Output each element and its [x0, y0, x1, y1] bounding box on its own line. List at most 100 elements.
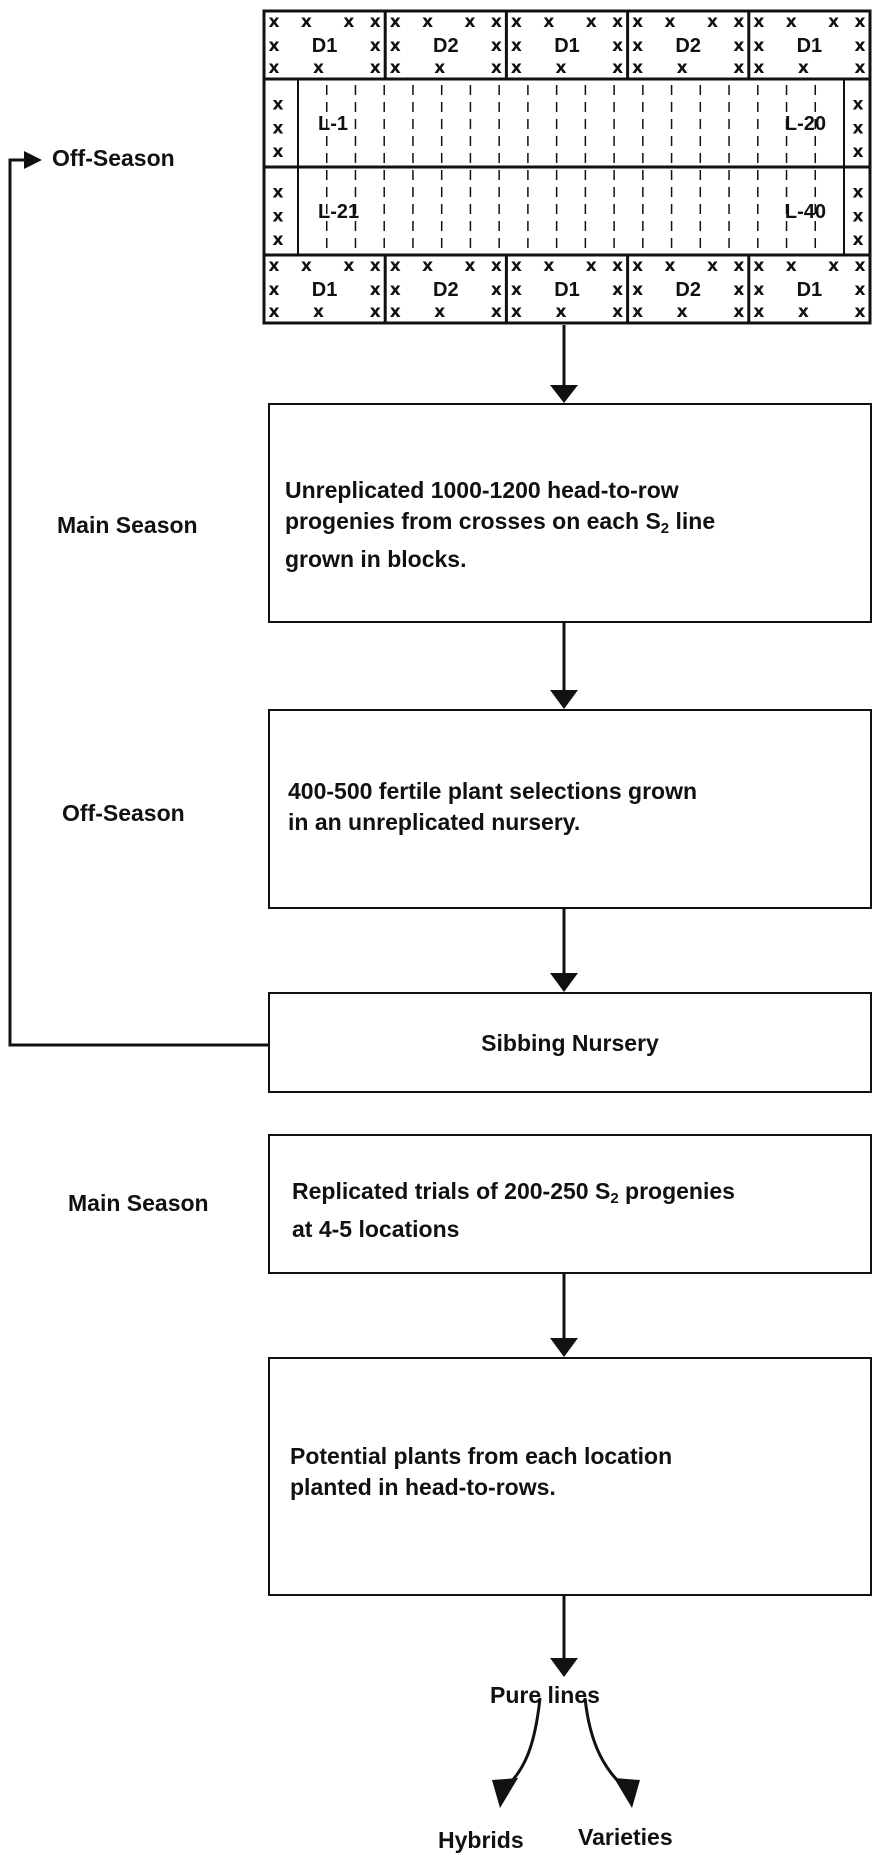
border-x-mark: x: [273, 95, 284, 115]
text-line: Replicated trials of 200-250 S2 progenie…: [292, 1176, 735, 1214]
donor-x-mark: x: [390, 12, 401, 32]
replicated-trials-text: Replicated trials of 200-250 S2 progenie…: [292, 1176, 735, 1245]
donor-x-mark: x: [733, 36, 744, 56]
donor-block-top-label: D1: [312, 35, 338, 57]
donor-x-mark: x: [343, 12, 354, 32]
donor-x-mark: x: [786, 256, 797, 276]
donor-x-mark: x: [390, 256, 401, 276]
subscript: 2: [610, 1190, 619, 1207]
fertile-selections-text: 400-500 fertile plant selections grown i…: [288, 776, 697, 838]
donor-x-mark: x: [586, 256, 597, 276]
hybrids-label: Hybrids: [438, 1827, 524, 1853]
border-x-mark: x: [273, 118, 284, 138]
donor-x-mark: x: [269, 36, 280, 56]
donor-x-mark: x: [612, 256, 623, 276]
donor-x-mark: x: [798, 302, 809, 322]
donor-x-mark: x: [707, 256, 718, 276]
loop-back-line: [8, 158, 268, 1047]
donor-x-mark: x: [753, 280, 764, 300]
sibbing-nursery-box: Sibbing Nursery: [268, 992, 872, 1093]
donor-block-top-label: D1: [797, 35, 823, 57]
donor-x-mark: x: [491, 58, 502, 78]
pure-lines-label: Pure lines: [490, 1682, 600, 1708]
donor-x-mark: x: [543, 12, 554, 32]
border-x-mark: x: [853, 142, 864, 162]
donor-x-mark: x: [753, 12, 764, 32]
donor-x-mark: x: [612, 58, 623, 78]
donor-x-mark: x: [465, 256, 476, 276]
text-part: progenies: [618, 1178, 735, 1204]
donor-x-mark: x: [733, 12, 744, 32]
donor-x-mark: x: [632, 58, 643, 78]
text-line: progenies from crosses on each S2 line: [285, 506, 715, 544]
donor-x-mark: x: [753, 36, 764, 56]
arrowhead: [550, 1338, 578, 1357]
donor-x-mark: x: [665, 12, 676, 32]
donor-x-mark: x: [491, 302, 502, 322]
donor-block-top-label: D1: [554, 35, 580, 57]
line-label-last: L-40: [785, 201, 826, 223]
donor-x-mark: x: [370, 302, 381, 322]
donor-x-mark: x: [511, 36, 522, 56]
season-label-main-season: Main Season: [68, 1190, 209, 1216]
text-line: planted in head-to-rows.: [290, 1474, 556, 1500]
donor-x-mark: x: [465, 12, 476, 32]
head-to-row-text: Unreplicated 1000-1200 head-to-row proge…: [285, 475, 715, 575]
subscript: 2: [660, 520, 670, 537]
donor-x-mark: x: [269, 12, 280, 32]
donor-x-mark: x: [555, 58, 566, 78]
donor-x-mark: x: [301, 256, 312, 276]
donor-x-mark: x: [269, 302, 280, 322]
donor-x-mark: x: [733, 256, 744, 276]
text-line: grown in blocks.: [285, 546, 467, 572]
donor-x-mark: x: [390, 58, 401, 78]
donor-x-mark: x: [632, 280, 643, 300]
donor-x-mark: x: [632, 12, 643, 32]
donor-x-mark: x: [855, 280, 866, 300]
varieties-label: Varieties: [578, 1824, 673, 1850]
border-x-mark: x: [853, 183, 864, 203]
donor-x-mark: x: [733, 58, 744, 78]
line-label-last: L-20: [785, 113, 826, 135]
donor-x-mark: x: [269, 256, 280, 276]
donor-x-mark: x: [733, 302, 744, 322]
donor-x-mark: x: [855, 256, 866, 276]
arrowhead-varieties: [614, 1778, 640, 1808]
donor-x-mark: x: [343, 256, 354, 276]
donor-block-bottom-label: D2: [433, 279, 459, 301]
border-x-mark: x: [273, 230, 284, 250]
donor-x-mark: x: [632, 256, 643, 276]
donor-x-mark: x: [370, 36, 381, 56]
donor-block-bottom-label: D1: [797, 279, 823, 301]
line-label-first: L-1: [318, 113, 348, 135]
donor-x-mark: x: [586, 12, 597, 32]
donor-x-mark: x: [855, 58, 866, 78]
donor-x-mark: x: [390, 280, 401, 300]
donor-x-mark: x: [798, 58, 809, 78]
border-x-mark: x: [853, 206, 864, 226]
donor-x-mark: x: [855, 302, 866, 322]
donor-x-mark: x: [370, 280, 381, 300]
donor-x-mark: x: [511, 12, 522, 32]
donor-block-bottom-label: D2: [675, 279, 701, 301]
arrowhead: [550, 690, 578, 709]
donor-x-mark: x: [491, 12, 502, 32]
border-x-mark: x: [853, 118, 864, 138]
donor-x-mark: x: [677, 58, 688, 78]
donor-x-mark: x: [665, 256, 676, 276]
donor-x-mark: x: [511, 58, 522, 78]
text-part: line: [669, 508, 716, 534]
border-x-mark: x: [853, 230, 864, 250]
donor-x-mark: x: [491, 280, 502, 300]
border-x-mark: x: [273, 142, 284, 162]
donor-x-mark: x: [301, 12, 312, 32]
donor-x-mark: x: [786, 12, 797, 32]
border-x-mark: x: [273, 183, 284, 203]
replicated-trials-box: Replicated trials of 200-250 S2 progenie…: [268, 1134, 872, 1274]
arrowhead: [550, 1658, 578, 1677]
donor-x-mark: x: [491, 256, 502, 276]
donor-block-bottom-label: D1: [312, 279, 338, 301]
donor-x-mark: x: [855, 12, 866, 32]
